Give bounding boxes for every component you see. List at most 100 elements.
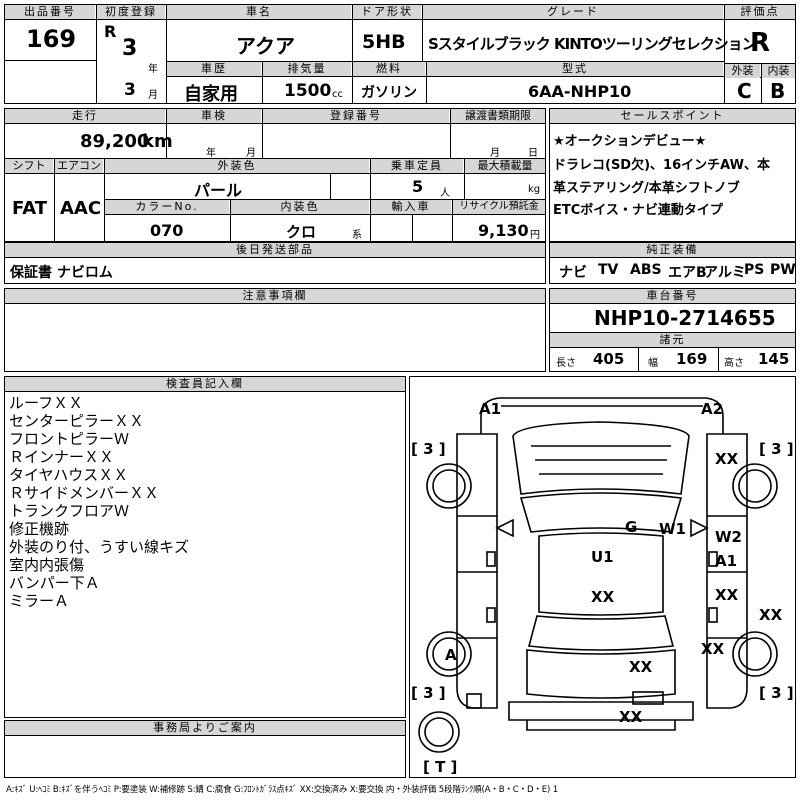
office-block xyxy=(4,720,406,778)
capacity-label: 乗車定員 xyxy=(371,159,463,173)
right-mirror xyxy=(690,518,709,538)
mark-w1: W1 xyxy=(659,520,686,538)
divider xyxy=(370,158,371,242)
reg-year: 3 xyxy=(122,36,138,61)
mark-w2: W2 xyxy=(715,528,742,546)
divider xyxy=(412,214,413,242)
note-line: 室内内張傷 xyxy=(9,556,85,574)
header-block xyxy=(4,4,796,104)
note-line: 外装のり付、うすい線キズ xyxy=(9,538,190,556)
load-label: 最大積載量 xyxy=(465,159,545,173)
model-label: 型式 xyxy=(427,62,723,76)
int-color-value: クロ xyxy=(286,223,317,241)
car-name: アクア xyxy=(236,34,295,58)
wheel-fr xyxy=(732,463,778,509)
divider xyxy=(262,108,263,158)
displacement-unit: cc xyxy=(332,89,343,100)
note-line: センターピラーＸＸ xyxy=(9,412,145,430)
year-unit: 年 xyxy=(148,64,158,75)
later-parts-value: 保証書 ナビロム xyxy=(10,265,113,281)
int-label: 内装 xyxy=(762,64,795,78)
divider xyxy=(450,108,451,158)
ac-label: エアコン xyxy=(55,159,103,173)
color-no-label: カラーNo. xyxy=(105,200,229,214)
note-line: 修正機跡 xyxy=(9,520,70,538)
mark-a-wheel: A xyxy=(445,646,457,664)
roof-outline xyxy=(538,532,664,616)
office-label: 事務局よりご案内 xyxy=(5,721,405,735)
spec-label: 諸元 xyxy=(550,333,795,347)
mark-g: G xyxy=(625,518,637,536)
hood-outline xyxy=(512,421,690,495)
left-door-line xyxy=(457,515,497,639)
note-line: タイヤハウスＸＸ xyxy=(9,466,129,484)
wheel-rr-inner xyxy=(738,637,772,671)
mark-trunk: XX xyxy=(629,658,653,676)
wheel-rl-inner xyxy=(432,637,466,671)
reg-no-label: 登録番号 xyxy=(263,109,449,123)
note-line: バンパー下Ａ xyxy=(9,574,100,592)
rear-valance xyxy=(526,720,676,731)
width-label: 幅 xyxy=(648,358,658,369)
chassis-block xyxy=(549,288,796,372)
mark-a1: A1 xyxy=(479,400,501,418)
door-type: 5HB xyxy=(362,31,406,53)
divider xyxy=(4,19,796,20)
mileage-label: 走行 xyxy=(5,109,165,123)
divider xyxy=(166,76,724,77)
ext-label: 外装 xyxy=(725,64,760,78)
mark-a2: A2 xyxy=(701,400,723,418)
left-mirror xyxy=(495,518,514,538)
divider xyxy=(54,158,55,242)
door-label: ドア形状 xyxy=(353,5,421,19)
note-line: フロントピラーＷ xyxy=(9,430,130,448)
reg-month: 3 xyxy=(124,80,136,100)
divider xyxy=(104,214,546,215)
sales-point-block xyxy=(549,108,796,242)
divider xyxy=(166,61,724,62)
width-value: 169 xyxy=(676,350,708,368)
length-value: 405 xyxy=(593,350,625,368)
sales-line: ドラレコ(SD欠)、16インチAW、本 xyxy=(553,158,770,173)
length-label: 長さ xyxy=(556,358,576,369)
car-damage-diagram: A1 A2 [ 3 ] [ 3 ] XX G W1 W2 U1 A1 XX XX… xyxy=(411,397,794,776)
note-line: トランクフロアＷ xyxy=(9,502,130,520)
divider xyxy=(104,199,546,200)
equipment-item: エアB xyxy=(668,265,707,281)
divider xyxy=(549,332,796,333)
divider xyxy=(4,60,96,61)
inspector-notes: ルーフＸＸ センターピラーＸＸ フロントピラーＷ ＲインナーＸＸ タイヤハウスＸ… xyxy=(9,394,189,610)
mark-r-door: XX xyxy=(715,586,739,604)
divider xyxy=(724,63,796,64)
windshield-outline xyxy=(519,492,683,533)
divider xyxy=(4,303,546,304)
rear-bumper-outline xyxy=(508,701,694,721)
history-value: 自家用 xyxy=(184,84,238,105)
divider xyxy=(549,347,796,348)
mark-fr-fender: XX xyxy=(715,450,739,468)
int-score: B xyxy=(770,79,786,103)
import-label: 輸入車 xyxy=(371,200,451,214)
equipment-item: ABS xyxy=(630,262,662,278)
trunk-outline xyxy=(526,649,676,699)
capacity-value: 5 xyxy=(412,177,424,196)
mark-rr-side: XX xyxy=(759,606,783,624)
inspector-label: 検査員記入欄 xyxy=(5,377,405,391)
wheel-fl xyxy=(426,463,472,509)
displacement-value: 1500 xyxy=(284,81,332,101)
lot-number: 169 xyxy=(26,25,77,53)
car-name-label: 車名 xyxy=(167,5,351,19)
divider xyxy=(104,158,105,242)
sales-line: ETCボイス・ナビ連動タイプ xyxy=(553,203,723,218)
equipment-item: TV xyxy=(598,262,619,278)
transfer-label: 譲渡書類期限 xyxy=(451,109,545,123)
detail-block xyxy=(4,108,546,242)
divider xyxy=(549,257,796,258)
mark-tread-fl: [ 3 ] xyxy=(411,440,446,458)
divider xyxy=(724,4,725,104)
equipment-block xyxy=(549,242,796,284)
first-reg-label: 初度登録 xyxy=(97,5,165,19)
transfer-day: 日 xyxy=(528,148,538,159)
divider xyxy=(4,173,546,174)
divider xyxy=(4,257,546,258)
